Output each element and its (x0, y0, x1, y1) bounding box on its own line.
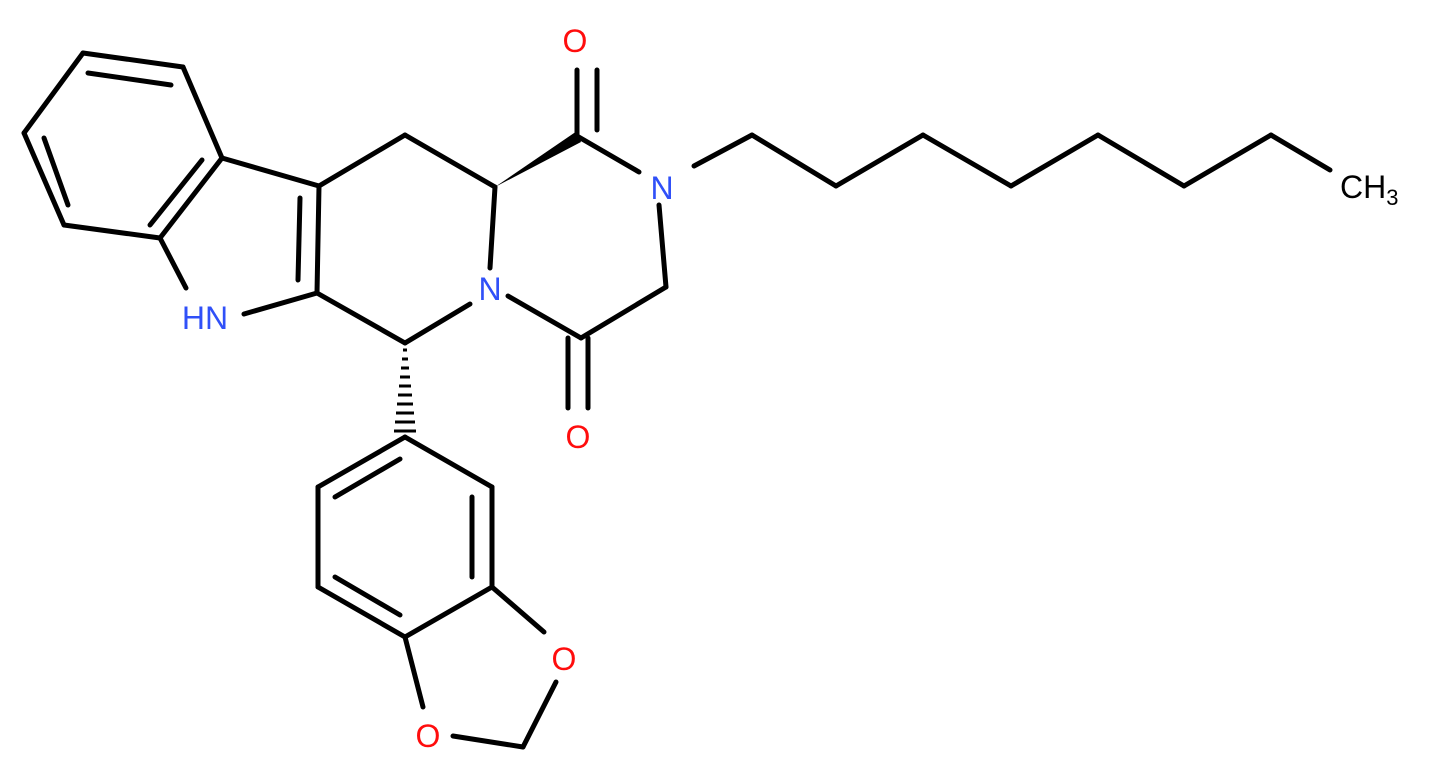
methyl-subscript: 3 (1386, 185, 1398, 210)
bond (315, 584, 408, 640)
bond (332, 456, 403, 500)
methyl-atom-label: CH3 (1340, 169, 1398, 210)
bond (21, 50, 86, 136)
bond (1181, 132, 1274, 189)
atom-labels: O N N HN O O O CH3 (182, 23, 1399, 754)
bond (147, 157, 205, 228)
bond (21, 130, 67, 228)
bond (402, 584, 495, 640)
bond (332, 574, 403, 618)
oxygen-atom-label: O (416, 718, 441, 754)
bond (80, 50, 186, 70)
oxygen-atom-label: O (563, 23, 588, 59)
bond (749, 132, 839, 189)
bond (489, 584, 547, 635)
bond (314, 290, 408, 346)
oxygen-atom-label: O (566, 419, 591, 455)
bond (241, 290, 320, 317)
wedge-bond (495, 131, 581, 187)
bond (41, 135, 71, 208)
bond (1268, 132, 1333, 173)
nitrogen-atom-label: N (650, 170, 673, 206)
bond (157, 235, 189, 291)
bond (85, 70, 174, 88)
bond (295, 195, 303, 283)
bonds (21, 50, 1333, 750)
hashed-bond (394, 348, 416, 433)
bond (1008, 132, 1101, 189)
bond (180, 64, 225, 161)
bond (656, 202, 669, 290)
nh-atom-label: HN (182, 300, 228, 336)
bond (315, 434, 408, 490)
bond (314, 183, 322, 296)
bond (402, 434, 495, 490)
bond (61, 222, 163, 241)
oxygen-atom-label: O (552, 641, 577, 677)
bond (219, 155, 322, 189)
bond (316, 132, 408, 189)
bond (402, 132, 498, 190)
bond (691, 132, 755, 169)
bond (157, 155, 225, 241)
bond (578, 284, 669, 341)
bond (920, 132, 1014, 189)
bond (520, 679, 559, 750)
bond (450, 733, 526, 750)
bond (402, 634, 426, 710)
bond (1095, 132, 1187, 189)
nitrogen-atom-label: N (478, 271, 501, 307)
bond (505, 293, 584, 341)
bond (402, 301, 473, 346)
bond (833, 132, 926, 189)
bond (487, 184, 498, 271)
bond (574, 133, 642, 175)
methyl-text: CH (1340, 169, 1386, 205)
